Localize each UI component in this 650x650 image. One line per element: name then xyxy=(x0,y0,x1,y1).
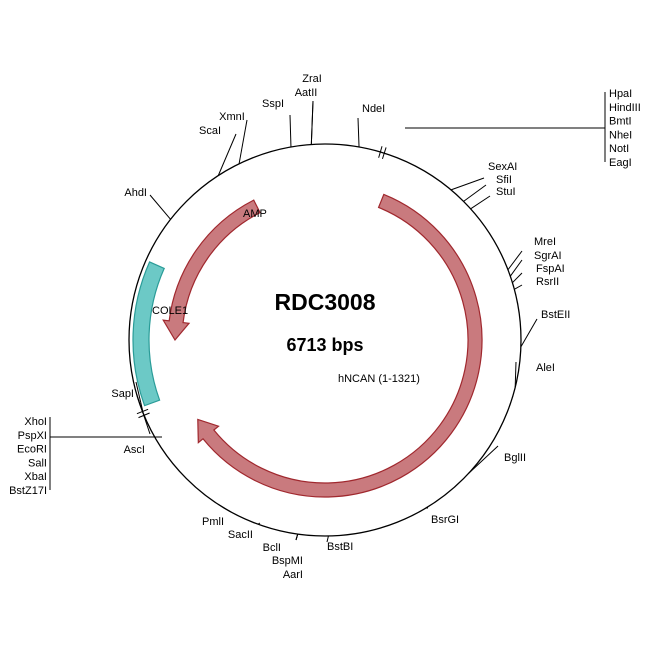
plasmid-name: RDC3008 xyxy=(275,289,376,315)
site-label-bsrgi: BsrGI xyxy=(431,514,459,526)
site-label-bstz17i: BstZ17I xyxy=(9,485,47,497)
site-label-sacii: SacII xyxy=(228,529,253,541)
site-tick-bsteii xyxy=(520,318,538,348)
site-tick-xmni xyxy=(238,119,248,164)
site-tick-aari xyxy=(295,533,299,541)
site-tick-bstbi xyxy=(326,535,329,543)
site-tick-stui xyxy=(470,195,491,210)
site-label-sspi: SspI xyxy=(262,98,284,110)
label-layer: hNCAN (1-1321) AMP COLE1 ZraI AatII SspI XmnI S… xyxy=(9,73,641,581)
site-tick-fspai xyxy=(512,272,523,284)
site-label-aatii: AatII xyxy=(295,87,318,99)
feature-amp xyxy=(162,199,261,342)
group-site-tick-1-1 xyxy=(136,408,149,415)
site-label-xmni: XmnI xyxy=(219,111,245,123)
site-label-noti: NotI xyxy=(609,143,629,155)
group-site-tick-0-0 xyxy=(378,146,383,158)
site-label-pspxi: PspXI xyxy=(18,430,47,442)
plasmid-backbone xyxy=(128,143,522,537)
group-site-tick-0-1 xyxy=(381,147,387,160)
plasmid-size: 6713 bps xyxy=(286,335,363,355)
site-label-sgrai: SgrAI xyxy=(534,250,562,262)
site-label-ahdi: AhdI xyxy=(124,187,147,199)
site-label-stui: StuI xyxy=(496,186,516,198)
backbone-layer xyxy=(128,143,522,537)
site-label-hindiii: HindIII xyxy=(609,102,641,114)
site-tick-sapi xyxy=(135,381,144,414)
site-tick-sexai xyxy=(450,177,485,191)
site-label-pmli: PmlI xyxy=(202,516,224,528)
site-label-sapi: SapI xyxy=(111,388,134,400)
site-label-scai: ScaI xyxy=(199,125,221,137)
site-label-fspai: FspAI xyxy=(536,263,565,275)
site-label-xbai: XbaI xyxy=(24,471,47,483)
feature-hncan-1-1321 xyxy=(197,193,483,498)
site-tick-sacii xyxy=(257,522,261,525)
feature-layer xyxy=(132,193,483,498)
site-tick-bglii xyxy=(468,445,499,475)
site-tick-mrei xyxy=(507,250,523,271)
site-tick-aatii xyxy=(310,100,314,145)
site-tick-scai xyxy=(217,133,237,176)
site-label-mrei: MreI xyxy=(534,236,556,248)
feature-cole1 xyxy=(132,261,166,407)
site-label-sfii: SfiI xyxy=(496,174,512,186)
site-tick-ndei xyxy=(357,117,360,147)
site-label-asci: AscI xyxy=(124,444,145,456)
site-label-bglii: BglII xyxy=(504,452,526,464)
site-label-bstbi: BstBI xyxy=(327,541,353,553)
site-tick-pmli xyxy=(217,503,232,513)
site-label-hpai: HpaI xyxy=(609,88,632,100)
site-label-bmti: BmtI xyxy=(609,116,632,128)
site-label-alei: AleI xyxy=(536,362,555,374)
site-label-rsrii: RsrII xyxy=(536,276,559,288)
feature-label-amp: AMP xyxy=(243,208,267,220)
site-label-sali: SalI xyxy=(28,457,47,469)
feature-label-cole1: COLE1 xyxy=(152,305,188,317)
site-tick-sspi xyxy=(289,114,292,147)
site-tick-ahdi xyxy=(149,194,171,220)
site-label-xhoi: XhoI xyxy=(24,416,47,428)
restriction-site-layer xyxy=(135,100,538,543)
site-label-eagi: EagI xyxy=(609,157,632,169)
site-label-bcli: BclI xyxy=(263,542,281,554)
site-label-ndei: NdeI xyxy=(362,103,385,115)
site-label-bspmi: BspMI xyxy=(272,555,303,567)
site-label-bsteii: BstEII xyxy=(541,309,570,321)
site-label-aari: AarI xyxy=(283,569,303,581)
site-group-layer xyxy=(49,92,606,490)
feature-label-hncan-1-1321: hNCAN (1-1321) xyxy=(338,373,420,385)
site-tick-sfii xyxy=(463,184,487,202)
site-tick-alei xyxy=(514,361,517,388)
site-label-zrai: ZraI xyxy=(302,73,322,85)
site-tick-sgrai xyxy=(509,259,523,277)
group-site-tick-1-0 xyxy=(138,412,150,419)
site-label-nhei: NheI xyxy=(609,129,632,141)
site-tick-asci xyxy=(136,393,151,435)
site-tick-rsrii xyxy=(514,284,523,290)
site-label-ecori: EcoRI xyxy=(17,444,47,456)
site-label-sexai: SexAI xyxy=(488,161,517,173)
